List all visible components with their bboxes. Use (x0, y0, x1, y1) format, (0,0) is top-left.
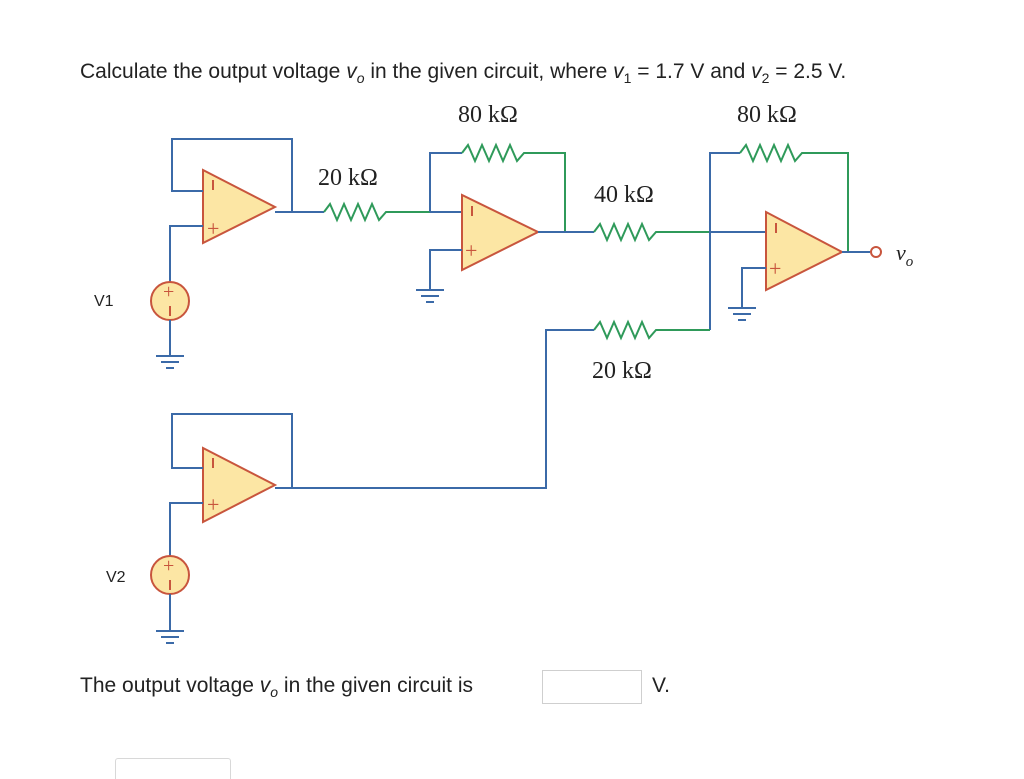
opamp-summing-amp-3 (765, 210, 845, 292)
resistor-20k-top (323, 201, 430, 223)
answer-prompt: The output voltage vo in the given circu… (80, 674, 473, 700)
answer-unit: V. (652, 674, 670, 697)
ground-icon (156, 630, 184, 644)
v2-subscript: 2 (761, 70, 770, 87)
opamp2-plus-sign: + (465, 238, 477, 263)
v2-value: = 2.5 V. (769, 60, 847, 83)
opamp-buffer-1 (202, 168, 278, 245)
amp2-plus-ground-wire (429, 249, 462, 290)
resistor-40k (593, 221, 710, 243)
v2-plus-sign: + (163, 555, 174, 577)
opamp-inverting-amp-2 (461, 193, 541, 272)
buffer1-input-wire (169, 225, 203, 282)
buffer2-feedback-wire (171, 413, 293, 489)
vo-symbol: v (346, 60, 357, 83)
resistor-20k-bottom (593, 319, 710, 341)
answer-vo-subscript: o (270, 684, 279, 701)
buffer1-feedback-wire (171, 138, 293, 212)
opamp3-plus-sign: + (769, 256, 781, 281)
v2-symbol: v (751, 60, 762, 83)
output-terminal (870, 246, 882, 258)
r-80k-1-label: 80 kΩ (458, 102, 518, 128)
amp2-feedback-left-wire (429, 152, 462, 212)
amp3-plus-ground-wire (741, 267, 766, 308)
buffer2-input-wire (169, 502, 203, 556)
r-20k-top-label: 20 kΩ (318, 165, 378, 191)
ground-icon (416, 289, 444, 303)
opamp4-plus-sign: + (207, 492, 219, 517)
question-mid: in the given circuit, where (364, 60, 614, 83)
amp3-summing-node-wire (709, 152, 740, 330)
opamp1-plus-sign: + (207, 216, 219, 241)
vo-output-symbol: v (896, 240, 906, 265)
r-40k-label: 40 kΩ (594, 182, 654, 208)
answer-input[interactable] (542, 670, 642, 704)
r-80k-2-label: 80 kΩ (737, 102, 797, 128)
answer-vo-symbol: v (259, 674, 271, 697)
vo-subscript: o (356, 70, 365, 87)
resistor-80k-2 (739, 142, 849, 252)
v1-subscript: 1 (623, 70, 632, 87)
vo-output-label: vo (896, 240, 914, 270)
v1-symbol: v (613, 60, 624, 83)
opamp-buffer-2 (202, 446, 278, 524)
vo-output-subscript: o (906, 254, 914, 270)
answer-prefix: The output voltage (80, 674, 260, 697)
question-text: Calculate the output voltage vo in the g… (80, 60, 846, 86)
v2-label: V2 (106, 569, 126, 586)
ground-icon (156, 355, 184, 369)
buffer2-output-route-wire (292, 329, 594, 489)
v1-label: V1 (94, 293, 114, 310)
v1-value: = 1.7 V and (631, 60, 752, 83)
r-20k-bottom-label: 20 kΩ (592, 358, 652, 384)
answer-suffix: in the given circuit is (278, 674, 474, 697)
resistor-80k-1 (461, 142, 566, 232)
v1-plus-sign: + (163, 281, 174, 303)
question-prefix: Calculate the output voltage (80, 60, 347, 83)
ground-icon (728, 307, 756, 321)
